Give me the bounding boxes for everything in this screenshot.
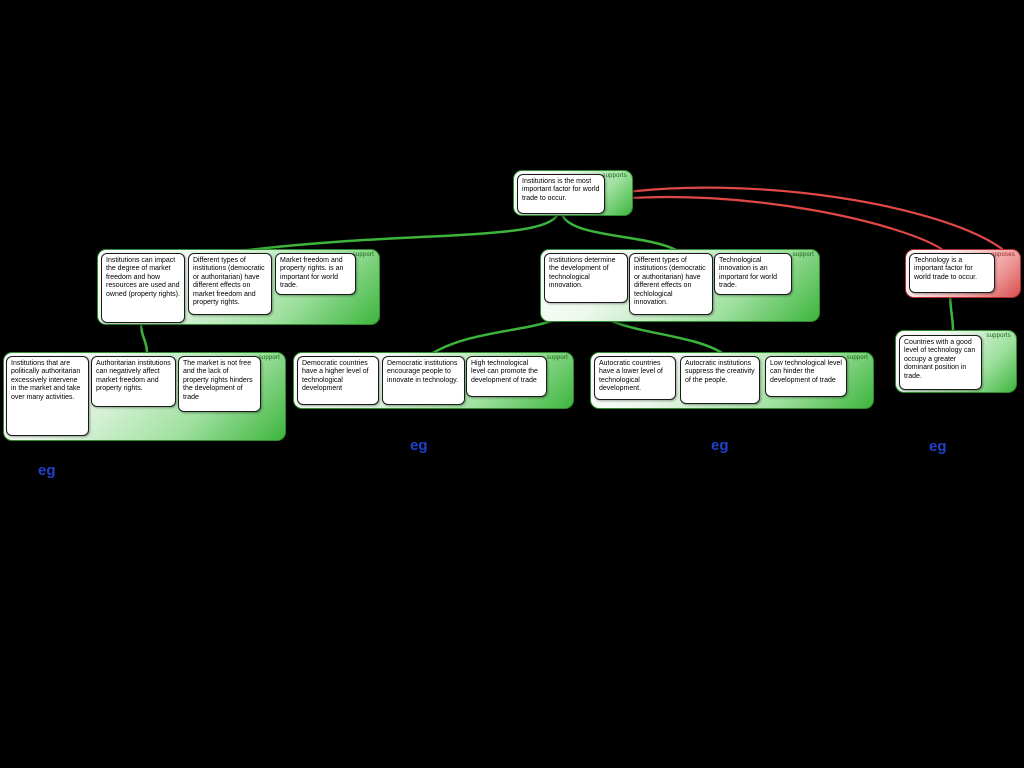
claim-node-root[interactable]: Institutions is the most important facto… (517, 174, 605, 214)
claim-node[interactable]: Institutions that are politically author… (6, 356, 89, 436)
claim-node[interactable]: Democratic countries have a higher level… (297, 356, 379, 405)
claim-node[interactable]: Technological innovation is an important… (714, 253, 792, 295)
claim-node[interactable]: High technological level can promote the… (466, 356, 547, 397)
claim-node[interactable]: The market is not free and the lack of p… (178, 356, 261, 412)
connector-oppose-to-root-inner (604, 195, 945, 252)
connector-oppose-to-root-outer (603, 186, 1008, 254)
claim-node[interactable]: Market freedom and property rights. is a… (275, 253, 356, 295)
claim-node[interactable]: Different types of institutions (democra… (629, 253, 713, 315)
claim-node[interactable]: Low technological level can hinder the d… (765, 356, 847, 397)
claim-node[interactable]: Democratic institutions encourage people… (382, 356, 465, 405)
claim-node[interactable]: Different types of institutions (democra… (188, 253, 272, 315)
claim-node[interactable]: Autocratic institutions suppress the cre… (680, 356, 760, 404)
claim-node[interactable]: Institutions determine the development o… (544, 253, 628, 303)
connector-root-to-market-support (238, 212, 560, 253)
group-support-democratic-tech[interactable]: support Democratic countries have a high… (293, 352, 574, 409)
group-supports-tech-dominance[interactable]: supports Countries with a good level of … (895, 330, 1017, 393)
group-tag-supports: supports (602, 173, 627, 179)
group-tag-support: support (546, 355, 568, 361)
group-tag-supports: supports (986, 333, 1011, 339)
group-support-tech-innovation[interactable]: support Institutions determine the devel… (540, 249, 820, 322)
eg-label-2[interactable]: eg (410, 437, 428, 454)
claim-node[interactable]: Authoritarian institutions can negativel… (91, 356, 176, 407)
group-support-autocratic-tech[interactable]: support Autocratic countries have a lowe… (590, 352, 874, 409)
claim-node[interactable]: Countries with a good level of technolog… (899, 335, 982, 390)
group-opposes-technology[interactable]: opposes Technology is a important factor… (905, 249, 1021, 298)
claim-node[interactable]: Institutions can impact the degree of ma… (101, 253, 185, 323)
connector-market-to-authoritarian-support (139, 320, 149, 355)
eg-label-1[interactable]: eg (38, 462, 56, 479)
group-root-supports[interactable]: supports Institutions is the most import… (513, 170, 633, 216)
group-tag-support: support (258, 355, 280, 361)
group-tag-support: support (846, 355, 868, 361)
eg-label-3[interactable]: eg (711, 437, 729, 454)
group-support-market-freedom[interactable]: support Institutions can impact the degr… (97, 249, 380, 325)
group-tag-support: support (792, 252, 814, 258)
group-tag-support: support (352, 252, 374, 258)
eg-label-4[interactable]: eg (929, 438, 947, 455)
claim-node[interactable]: Technology is a important factor for wor… (909, 253, 995, 293)
connector-root-to-tech-support (560, 212, 678, 252)
group-support-authoritarian-market[interactable]: support Institutions that are politicall… (3, 352, 286, 441)
claim-node[interactable]: Autocratic countries have a lower level … (594, 356, 676, 400)
group-tag-opposes: opposes (990, 252, 1015, 258)
